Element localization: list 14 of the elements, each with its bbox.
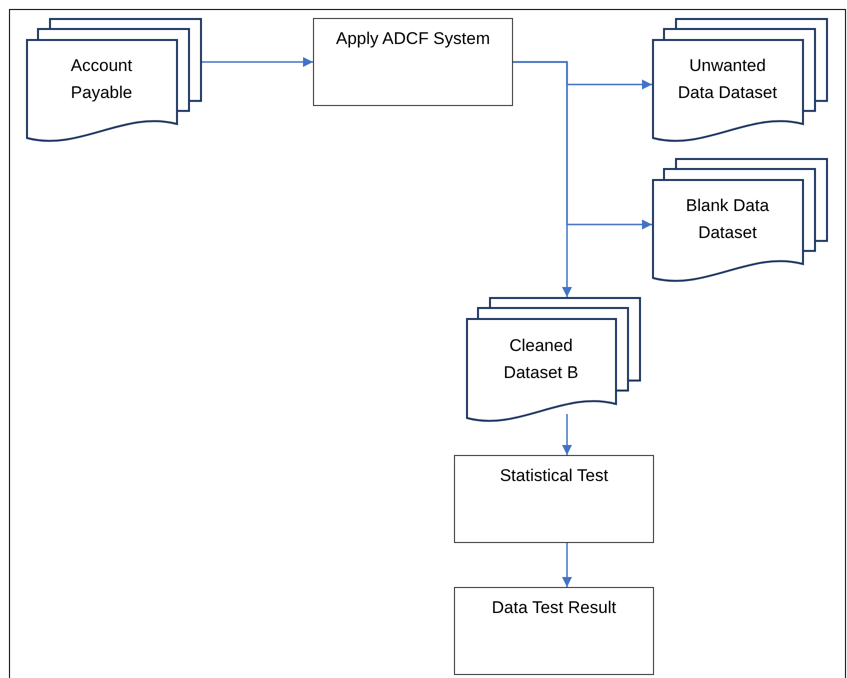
document-label: Cleaned Dataset B	[502, 334, 580, 384]
document-label: Unwanted Data Dataset	[676, 55, 778, 104]
process-label: Apply ADCF System	[336, 28, 490, 50]
process-label: Statistical Test	[500, 465, 608, 487]
arrow	[513, 61, 572, 297]
process-box	[313, 18, 513, 106]
process-label: Data Test Result	[492, 597, 616, 619]
arrow	[202, 57, 313, 67]
arrow	[562, 414, 572, 455]
document-label: Blank Data Dataset	[684, 195, 770, 244]
process-box	[454, 455, 654, 543]
process-box	[454, 587, 654, 675]
arrow	[562, 543, 572, 587]
document-label: Account Payable	[70, 55, 134, 104]
